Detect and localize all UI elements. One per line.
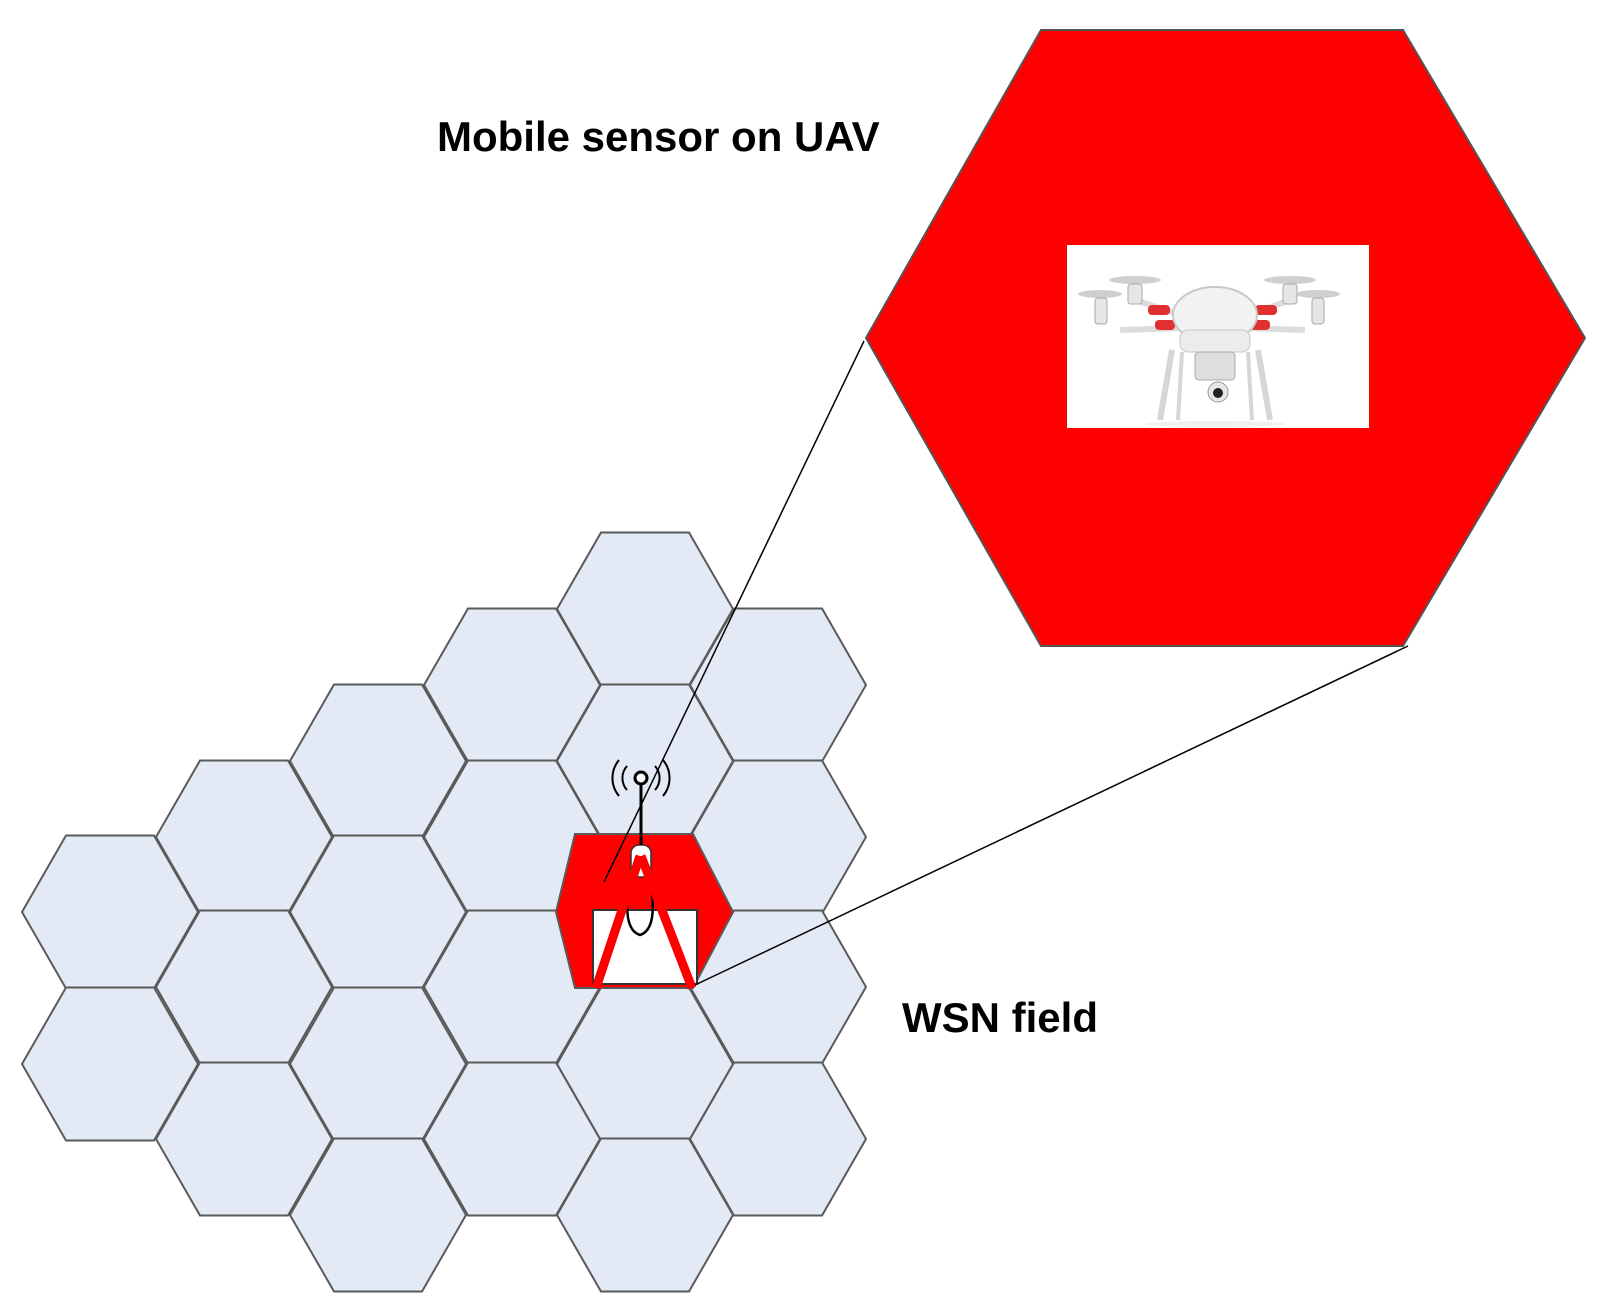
cross-mark-icon: [591, 854, 697, 990]
wsn-field-label: WSN field: [902, 994, 1098, 1041]
sensor-cell-hexagon: [688, 1061, 868, 1217]
sensor-cell-hexagon: [288, 1137, 468, 1293]
sensor-cell-hexagon: [20, 986, 200, 1142]
wsn-field-grid: [20, 531, 868, 1293]
mobile-sensor-label: Mobile sensor on UAV: [437, 113, 880, 160]
sensor-cell-hexagon: [555, 1137, 735, 1293]
connector-line-lower: [694, 645, 1409, 986]
sensor-cell-hexagon: [422, 1061, 602, 1217]
failed-sensor-cell: [554, 759, 735, 990]
uav-zoom-hexagon: [864, 29, 1587, 647]
drone-photo: [1067, 245, 1369, 428]
zoom-connectors: [603, 340, 1409, 986]
connector-line-upper: [603, 340, 865, 883]
sensor-cell-hexagon: [154, 1061, 334, 1217]
